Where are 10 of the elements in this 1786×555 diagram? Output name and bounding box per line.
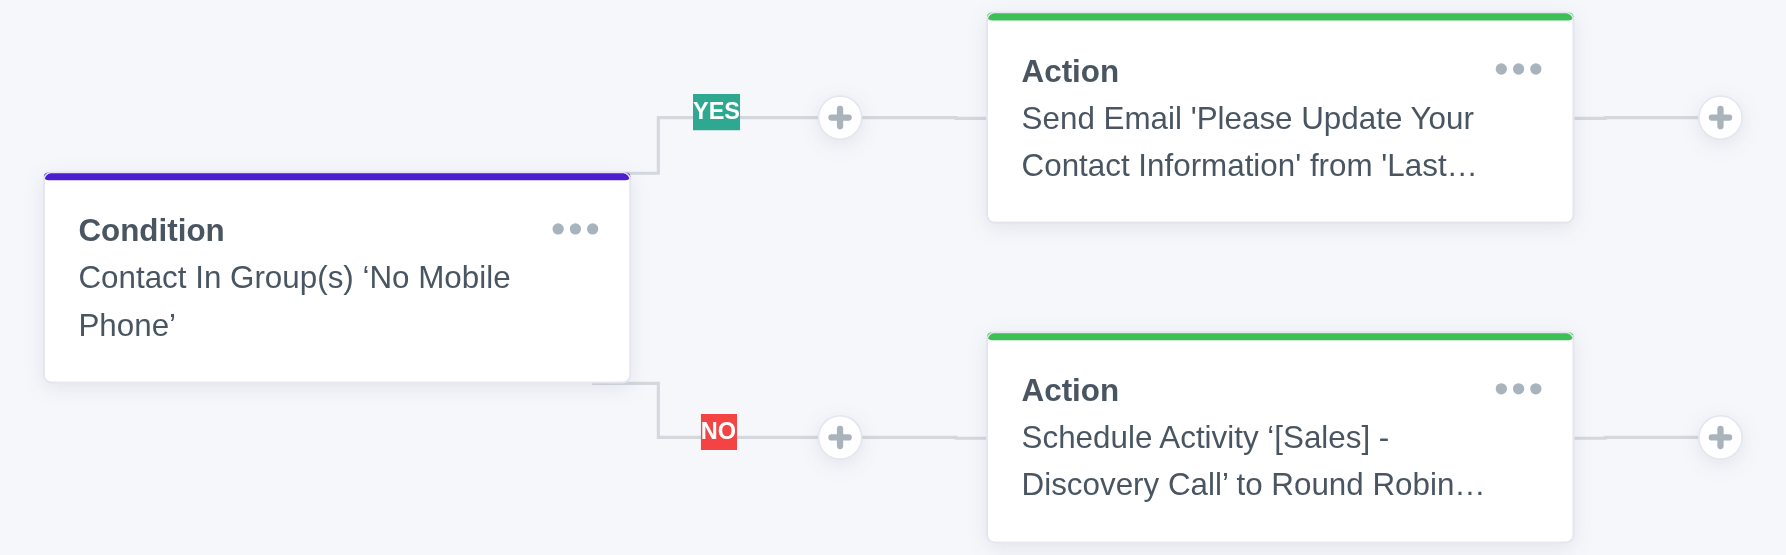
node-circle (817, 95, 863, 140)
node-circle (1698, 415, 1743, 460)
connector (861, 116, 988, 120)
edge-label: YES (692, 97, 741, 124)
edge-label: NO (700, 417, 737, 444)
node-circle (817, 415, 863, 460)
connector (1574, 435, 1699, 440)
connector (1574, 116, 1699, 120)
connector (861, 435, 988, 440)
node-circle (1698, 95, 1743, 140)
